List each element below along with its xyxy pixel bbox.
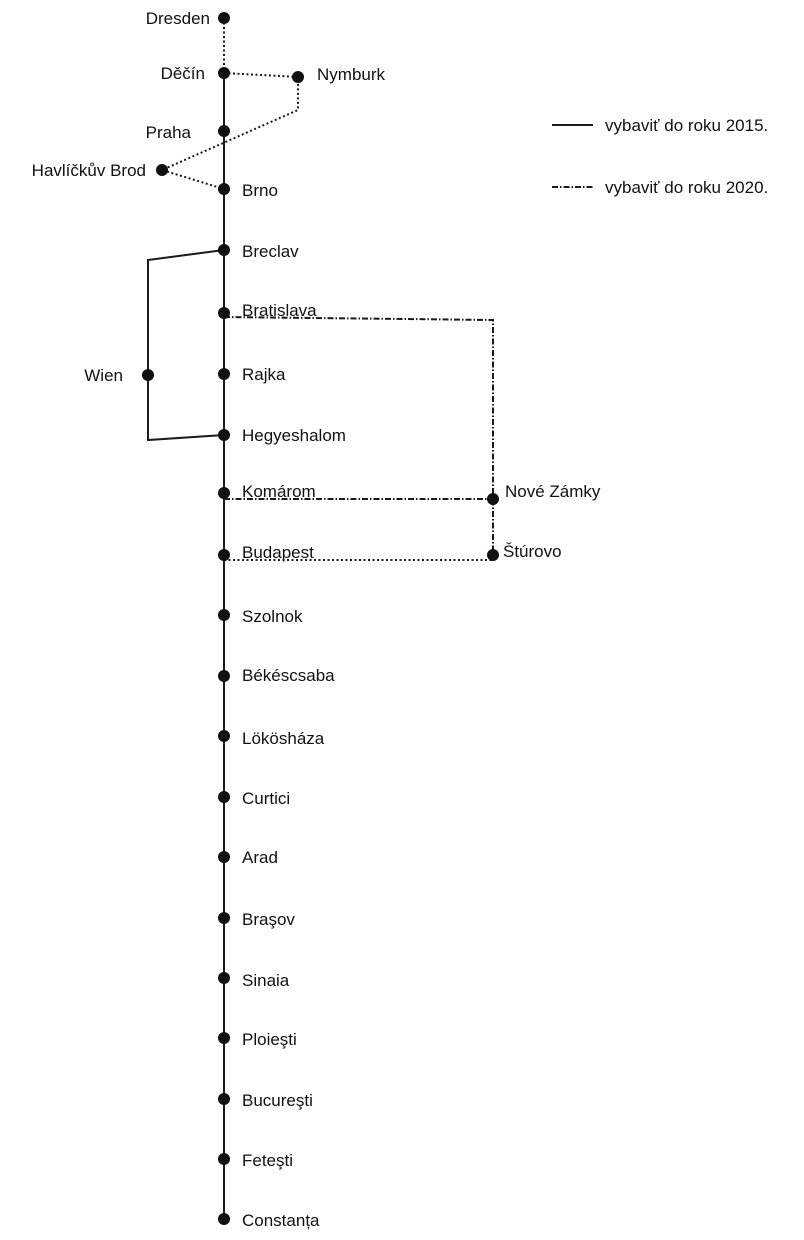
station-label-nove-zamky: Nové Zámky — [505, 482, 601, 501]
station-label-lokoshaza: Lökösháza — [242, 729, 325, 748]
station-label-breclav: Breclav — [242, 242, 299, 261]
station-label-sturovo: Štúrovo — [503, 542, 562, 561]
station-dot-praha — [218, 125, 230, 137]
legend: vybaviť do roku 2015. vybaviť do roku 20… — [552, 116, 768, 197]
station-dot-decin — [218, 67, 230, 79]
station-dot-sturovo — [487, 549, 499, 561]
station-dot-nymburk — [292, 71, 304, 83]
station-praha: Praha — [146, 123, 230, 142]
station-label-budapest: Budapest — [242, 543, 314, 562]
station-label-bucuresti: Bucureşti — [242, 1091, 313, 1110]
station-dresden: Dresden — [146, 9, 230, 28]
station-bucuresti: Bucureşti — [218, 1091, 313, 1110]
station-brasov: Braşov — [218, 910, 295, 929]
breclav-wien-hegyeshalom-line — [147, 249, 225, 442]
station-dot-constanta — [218, 1213, 230, 1225]
station-dot-ploiesti — [218, 1032, 230, 1044]
station-dot-breclav — [218, 244, 230, 256]
connection-lines — [147, 18, 494, 1219]
station-dot-arad — [218, 851, 230, 863]
station-label-havlickuv-brod: Havlíčkův Brod — [32, 161, 146, 180]
station-dot-lokoshaza — [218, 730, 230, 742]
station-label-ploiesti: Ploieşti — [242, 1030, 297, 1049]
station-dot-brno — [218, 183, 230, 195]
station-dot-curtici — [218, 791, 230, 803]
station-label-wien: Wien — [84, 366, 123, 385]
station-dot-szolnok — [218, 609, 230, 621]
station-dot-rajka — [218, 368, 230, 380]
station-label-sinaia: Sinaia — [242, 971, 290, 990]
station-dot-dresden — [218, 12, 230, 24]
station-bekescsaba: Békéscsaba — [218, 666, 335, 685]
station-label-dresden: Dresden — [146, 9, 210, 28]
station-havlickuv-brod: Havlíčkův Brod — [32, 161, 168, 180]
station-fetesti: Feteşti — [218, 1151, 293, 1170]
station-dot-fetesti — [218, 1153, 230, 1165]
station-dot-wien — [142, 369, 154, 381]
station-dot-komarom — [218, 487, 230, 499]
station-komarom: Komárom — [218, 482, 316, 501]
station-arad: Arad — [218, 848, 278, 867]
station-budapest: Budapest — [218, 543, 314, 562]
station-label-bratislava: Bratislava — [242, 301, 317, 320]
station-label-brasov: Braşov — [242, 910, 295, 929]
station-rajka: Rajka — [218, 365, 286, 384]
station-decin: Děčín — [161, 64, 230, 83]
station-label-fetesti: Feteşti — [242, 1151, 293, 1170]
legend-label-2015: vybaviť do roku 2015. — [605, 116, 768, 135]
station-label-decin: Děčín — [161, 64, 205, 83]
station-dot-bratislava — [218, 307, 230, 319]
station-szolnok: Szolnok — [218, 607, 303, 626]
station-label-komarom: Komárom — [242, 482, 316, 501]
bratislava-sturovo-planned-line — [223, 316, 494, 555]
station-curtici: Curtici — [218, 789, 290, 808]
station-wien: Wien — [84, 366, 154, 385]
station-bratislava: Bratislava — [218, 301, 317, 320]
legend-label-2020: vybaviť do roku 2020. — [605, 178, 768, 197]
station-label-rajka: Rajka — [242, 365, 286, 384]
station-dot-hegyeshalom — [218, 429, 230, 441]
station-brno: Brno — [218, 181, 278, 200]
station-dot-nove-zamky — [487, 493, 499, 505]
station-dot-bekescsaba — [218, 670, 230, 682]
station-sinaia: Sinaia — [218, 971, 290, 990]
station-label-brno: Brno — [242, 181, 278, 200]
station-constanta: Constanța — [218, 1211, 320, 1230]
station-label-nymburk: Nymburk — [317, 65, 386, 84]
legend-item-2015: vybaviť do roku 2015. — [552, 116, 768, 135]
station-sturovo: Štúrovo — [487, 542, 562, 561]
station-dot-sinaia — [218, 972, 230, 984]
legend-item-2020: vybaviť do roku 2020. — [552, 178, 768, 197]
station-label-szolnok: Szolnok — [242, 607, 303, 626]
station-label-hegyeshalom: Hegyeshalom — [242, 426, 346, 445]
station-nymburk: Nymburk — [292, 65, 386, 84]
station-breclav: Breclav — [218, 242, 299, 261]
station-label-curtici: Curtici — [242, 789, 290, 808]
station-lokoshaza: Lökösháza — [218, 729, 325, 748]
station-hegyeshalom: Hegyeshalom — [218, 426, 346, 445]
station-nove-zamky: Nové Zámky — [487, 482, 601, 505]
station-dot-havlickuv-brod — [156, 164, 168, 176]
station-label-bekescsaba: Békéscsaba — [242, 666, 335, 685]
station-label-arad: Arad — [242, 848, 278, 867]
station-dot-budapest — [218, 549, 230, 561]
station-label-praha: Praha — [146, 123, 192, 142]
station-ploiesti: Ploieşti — [218, 1030, 297, 1049]
station-label-constanta: Constanța — [242, 1211, 320, 1230]
station-dot-bucuresti — [218, 1093, 230, 1105]
station-dot-brasov — [218, 912, 230, 924]
